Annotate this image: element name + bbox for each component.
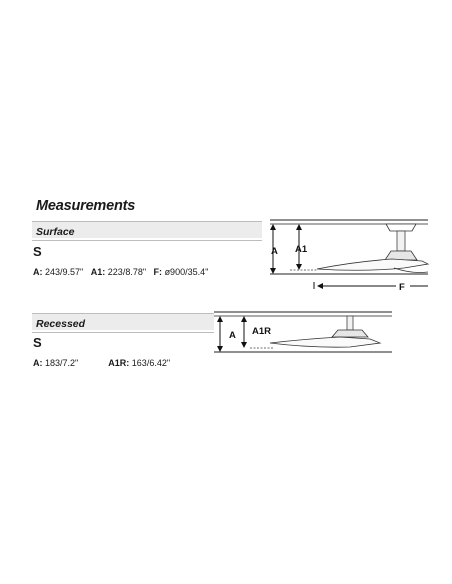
spec-key: F: (153, 267, 163, 277)
recessed-size: S (33, 335, 42, 350)
spec-value: 223/8.78" (107, 267, 147, 277)
downrod (396, 230, 406, 252)
a-label: A (229, 330, 236, 341)
fan-blade-edge (393, 267, 429, 273)
canopy (385, 223, 417, 232)
surface-label: Surface (36, 226, 75, 238)
spec-value: 183/7.2" (45, 358, 79, 368)
recessed-top-rule (32, 313, 214, 314)
surface-specs: A: 243/9.57" A1: 223/8.78" F: ø900/35.4'… (33, 267, 209, 277)
recessed-specs: A: 183/7.2" A1R: 163/6.42" (33, 358, 170, 368)
spec-key: A1: (90, 267, 106, 277)
surface-diagram: A A1 F (270, 219, 430, 293)
spec-key: A1R: (108, 358, 130, 368)
recessed-bottom-rule (32, 332, 214, 333)
downrod (346, 315, 354, 331)
f-label: F (399, 282, 405, 293)
surface-size: S (33, 244, 42, 259)
surface-band: Surface (32, 222, 262, 238)
a1r-label: A1R (252, 326, 271, 337)
section-title: Measurements (36, 198, 136, 214)
recessed-diagram: A A1R (214, 311, 392, 353)
fan-blade (316, 258, 430, 271)
spec-value: 163/6.42" (131, 358, 171, 368)
a1-label: A1 (295, 244, 308, 255)
surface-bottom-rule (32, 240, 262, 241)
spec-value: ø900/35.4'' (164, 267, 209, 277)
motor (384, 250, 418, 261)
spec-value: 243/9.57" (45, 267, 84, 277)
motor (331, 329, 369, 338)
spec-key: A: (33, 358, 43, 368)
surface-top-rule (32, 221, 262, 222)
recessed-band: Recessed (32, 314, 214, 330)
recessed-label: Recessed (36, 318, 86, 330)
a-label: A (271, 246, 278, 257)
spec-key: A: (33, 267, 43, 277)
fan-blade (269, 336, 382, 348)
